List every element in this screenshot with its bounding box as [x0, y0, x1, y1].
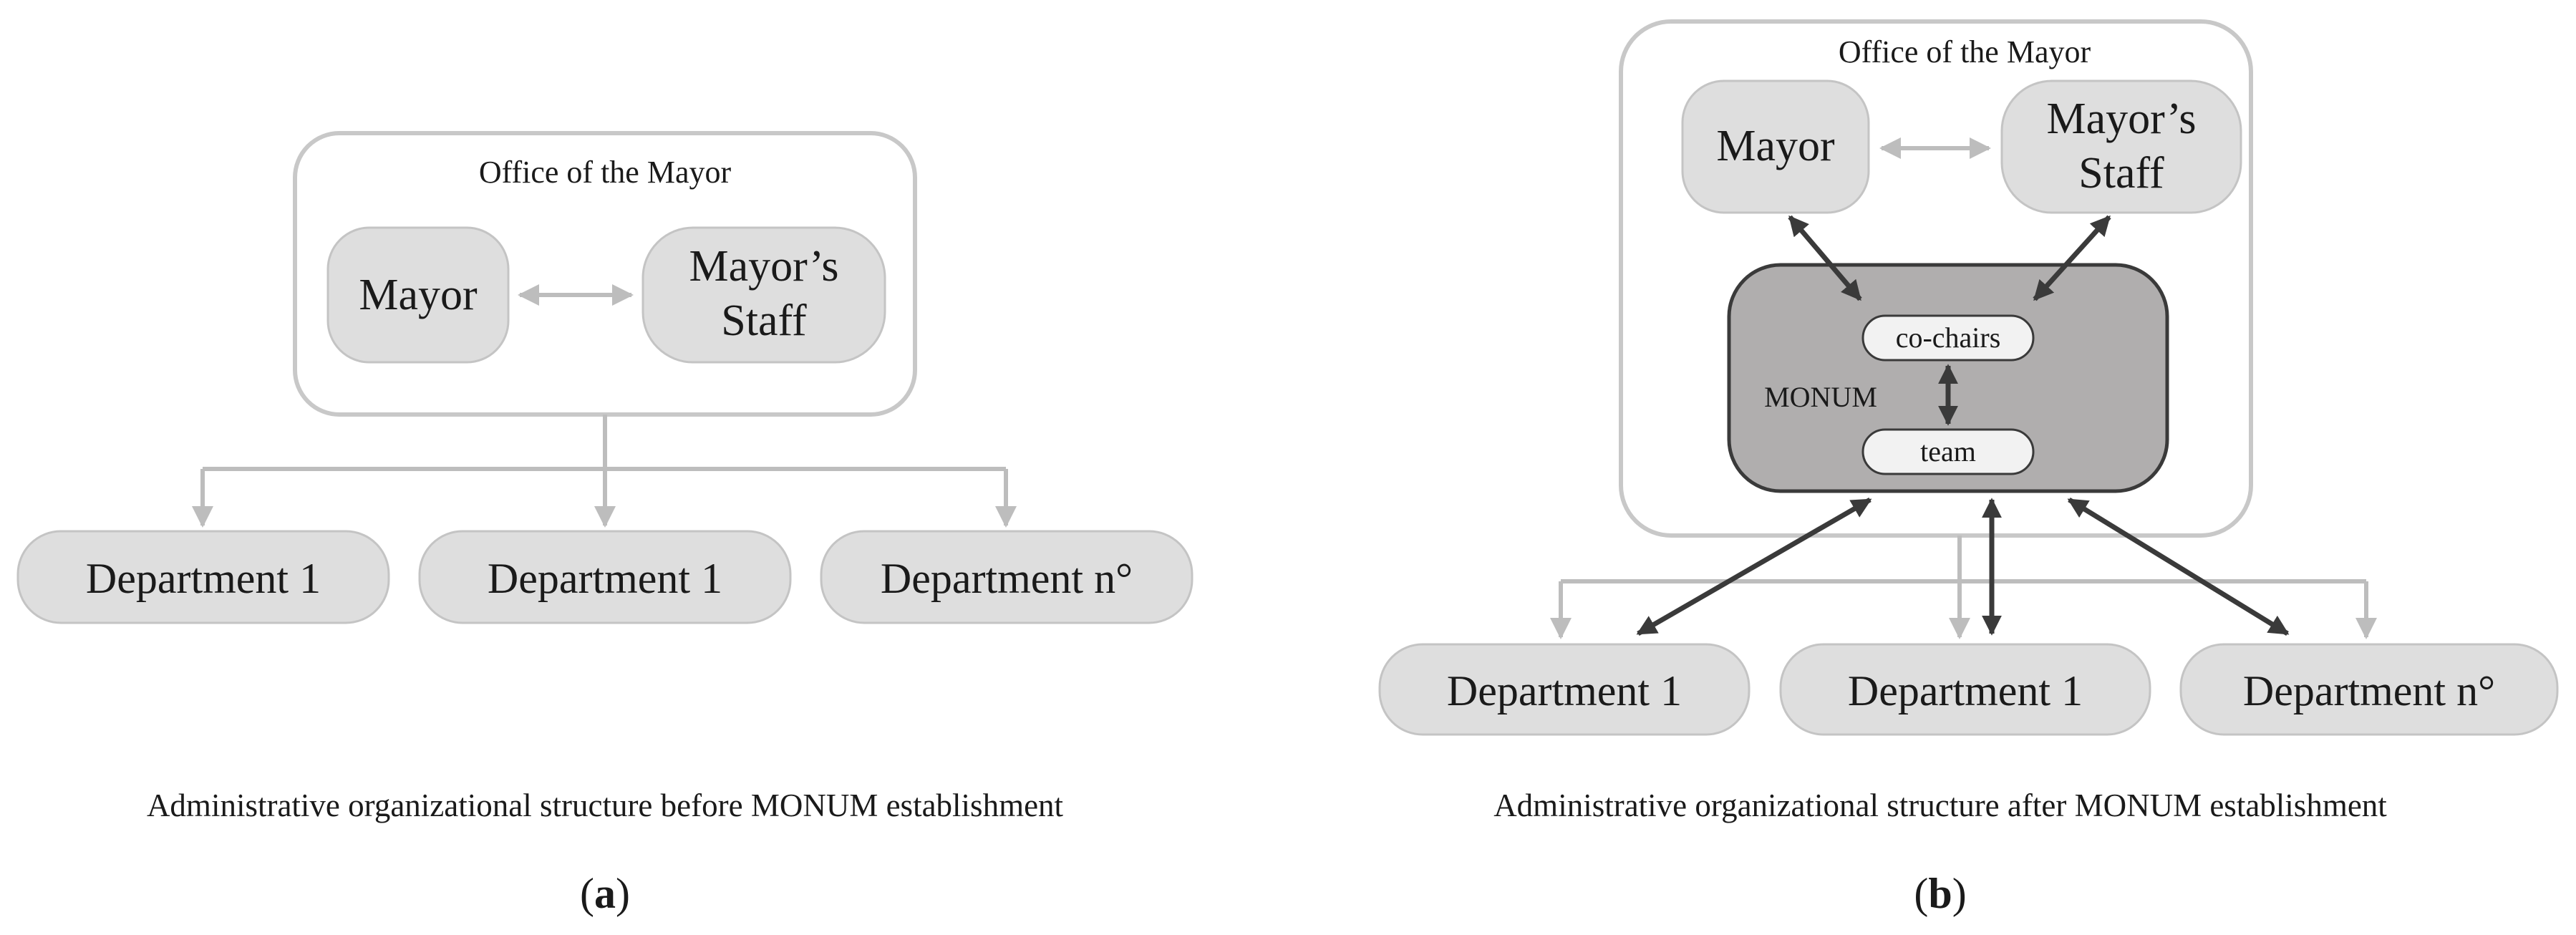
mayors-staff-label-line1: Mayor’s	[689, 242, 839, 291]
office-to-departments-connector	[1550, 536, 2377, 639]
department-box	[1779, 643, 2151, 736]
department-box	[820, 530, 1193, 624]
mayors-staff-label-line1: Mayor’s	[2047, 95, 2197, 143]
office-to-departments-connector	[192, 415, 1017, 528]
department-label: Department 1	[1848, 667, 2083, 714]
panel-a: Office of the Mayor Mayor Mayor’s Staff …	[16, 131, 1193, 917]
department-box	[2179, 643, 2559, 736]
mayor-monum-arrow	[1788, 215, 1862, 301]
mayors-staff-label-line2: Staff	[2078, 149, 2164, 198]
department-box	[16, 530, 390, 624]
department-label: Department 1	[488, 555, 722, 602]
monum-label: MONUM	[1764, 381, 1877, 413]
team-label: team	[1920, 435, 1976, 468]
mayors-staff-label-line2: Staff	[721, 296, 807, 345]
department-label: Department n°	[2243, 667, 2495, 714]
monum-department1-arrow	[1636, 497, 1872, 636]
mayor-box	[326, 226, 510, 364]
mayor-label: Mayor	[359, 271, 478, 319]
staff-monum-arrow	[2033, 215, 2111, 301]
office-of-mayor-label: Office of the Mayor	[1839, 34, 2091, 69]
department-label: Department n°	[881, 555, 1133, 602]
caption-a: Administrative organizational structure …	[147, 788, 1064, 823]
mayor-label: Mayor	[1716, 122, 1835, 170]
office-of-mayor-label: Office of the Mayor	[479, 155, 732, 190]
mayors-staff-box	[2000, 79, 2242, 214]
department-box	[418, 530, 792, 624]
monum-departmentn-arrow	[2067, 498, 2290, 636]
cochairs-label: co-chairs	[1896, 321, 2001, 354]
caption-b: Administrative organizational structure …	[1493, 788, 2387, 823]
department-label: Department 1	[1447, 667, 1682, 714]
cochairs-pill	[1861, 314, 2035, 362]
sublabel-b: (b)	[1914, 870, 1966, 917]
team-pill	[1861, 428, 2035, 475]
department-label: Department 1	[86, 555, 321, 602]
mayor-box	[1681, 79, 1870, 214]
mayors-staff-box	[641, 226, 886, 364]
panel-b: Office of the Mayor Mayor Mayor’s Staff …	[1378, 19, 2559, 917]
department-box	[1378, 643, 1751, 736]
monum-connections	[1636, 215, 2290, 636]
sublabel-a: (a)	[580, 870, 630, 917]
